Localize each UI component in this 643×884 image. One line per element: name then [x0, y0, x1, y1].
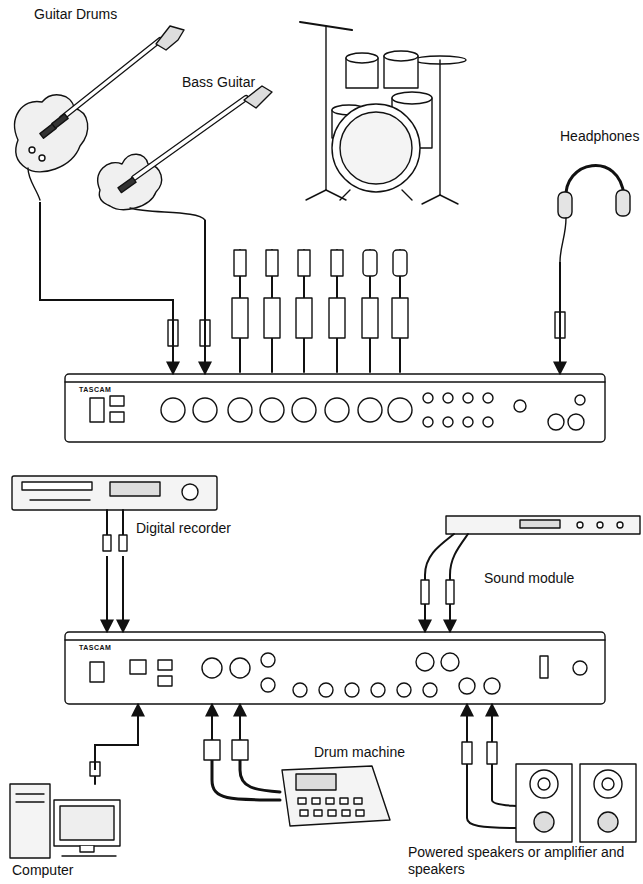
- device-label: Powered speakers or amplifier and speake…: [408, 844, 636, 878]
- device-label: Computer: [12, 862, 73, 879]
- recorder-device: Digital recorder: [8, 472, 240, 556]
- brand-logo: TASCAM: [79, 386, 111, 394]
- interface-rear: TASCAM: [65, 632, 605, 704]
- device-label: Bass Guitar: [182, 74, 255, 91]
- computer-device: Computer: [4, 770, 130, 882]
- brand-logo: TASCAM: [79, 644, 111, 652]
- speakers-device: Powered speakers or amplifier and speake…: [400, 740, 641, 882]
- cable-connector: [425, 610, 450, 632]
- cable-connector: [212, 704, 240, 740]
- cable-connector: [40, 202, 173, 374]
- interface-front: TASCAM: [65, 374, 605, 442]
- drum-machine-device: Drum machine: [190, 740, 410, 832]
- cable: [211, 704, 213, 740]
- cable: [559, 262, 561, 374]
- cable: [466, 704, 468, 740]
- device-label: Guitar Drums: [34, 6, 117, 23]
- computer: [10, 762, 120, 858]
- sound-module: [421, 516, 640, 610]
- guitar-device: Guitar Drums: [4, 2, 194, 202]
- cable: [95, 704, 138, 770]
- cable: [106, 556, 108, 632]
- drum-kit: [300, 22, 466, 204]
- device-label: Drum machine: [314, 744, 405, 761]
- cable: [122, 556, 124, 632]
- cable: [204, 220, 206, 374]
- headphones: [558, 166, 630, 262]
- device-label: Sound module: [484, 570, 574, 587]
- cable: [239, 704, 241, 740]
- cable: [40, 202, 173, 374]
- interface-rear-panel: [65, 632, 605, 704]
- cable-connector: [467, 704, 492, 740]
- device-label: Digital recorder: [136, 520, 231, 537]
- device-label: Headphones: [560, 128, 639, 145]
- headphones-device: Headphones: [540, 124, 642, 262]
- powered-speakers: [462, 740, 636, 842]
- bass-device: Bass Guitar: [90, 70, 270, 220]
- bass-guitar: [98, 86, 272, 220]
- interface-front-panel: [65, 374, 605, 442]
- cable: [449, 610, 451, 632]
- sound-module-device: Sound module: [400, 510, 641, 610]
- cable-connector: [560, 262, 561, 374]
- cable-connector: [95, 704, 138, 770]
- digital-recorder: [12, 476, 217, 551]
- cable-connector: [205, 220, 206, 374]
- cable: [424, 610, 426, 632]
- mic-cables: [232, 250, 408, 372]
- cable-connector: [107, 556, 123, 632]
- cable: [491, 704, 493, 740]
